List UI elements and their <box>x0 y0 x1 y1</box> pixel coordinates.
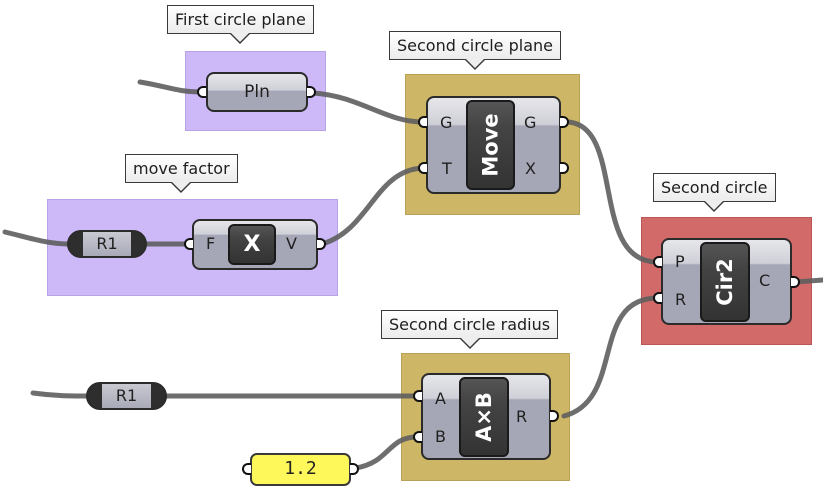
move-t-input-grip[interactable] <box>418 162 427 174</box>
circle-nickname-box: Cir2 <box>700 242 750 322</box>
move-output-x[interactable]: X <box>525 159 536 178</box>
pln-component[interactable]: Pln <box>206 72 308 112</box>
axb-b-input-grip[interactable] <box>413 431 422 443</box>
relay-r1-bottom-label: R1 <box>102 384 151 408</box>
panel-input-grip[interactable] <box>242 463 251 475</box>
group-label-first-circle-plane: First circle plane <box>167 5 314 44</box>
move-component[interactable]: G T Move G X <box>426 96 561 194</box>
axb-input-a[interactable]: A <box>435 389 446 408</box>
pln-input-grip[interactable] <box>197 86 206 98</box>
circle-output-c[interactable]: C <box>759 271 771 290</box>
move-output-g[interactable]: G <box>524 113 537 132</box>
multiply-output-v[interactable]: V <box>286 234 297 253</box>
group-label-second-circle-plane: Second circle plane <box>389 31 561 70</box>
move-nickname-box: Move <box>466 100 515 190</box>
axb-component[interactable]: A B A×B R <box>421 373 551 460</box>
circle-input-r[interactable]: R <box>675 290 687 309</box>
relay-r1-bottom[interactable]: R1 <box>86 382 167 410</box>
circle-input-p[interactable]: P <box>675 252 685 271</box>
axb-input-b[interactable]: B <box>435 427 446 446</box>
axb-nickname-box: A×B <box>459 377 509 457</box>
multiply-input-f[interactable]: F <box>206 234 216 253</box>
wire-into-relay-r1-bottom <box>30 390 91 399</box>
axb-nickname: A×B <box>472 392 497 442</box>
multiply-f-input-grip[interactable] <box>184 238 193 250</box>
move-input-t[interactable]: T <box>442 159 452 178</box>
move-g-input-grip[interactable] <box>418 116 427 128</box>
group-label-move-factor: move factor <box>125 154 238 193</box>
move-input-g[interactable]: G <box>440 113 453 132</box>
panel-output-grip[interactable] <box>350 463 359 475</box>
group-label-second-circle: Second circle <box>653 173 776 212</box>
relay-r1-top-label: R1 <box>83 232 131 256</box>
axb-a-input-grip[interactable] <box>413 390 422 402</box>
circle-nickname: Cir2 <box>713 258 738 306</box>
relay-r1-top[interactable]: R1 <box>67 230 147 258</box>
multiply-nickname: X <box>243 232 261 257</box>
axb-r-output-grip[interactable] <box>550 410 559 422</box>
circle-r-input-grip[interactable] <box>653 292 662 304</box>
axb-output-r[interactable]: R <box>516 407 528 426</box>
multiply-nickname-box: X <box>228 224 276 265</box>
number-panel[interactable]: 1.2 <box>250 453 351 486</box>
multiply-component[interactable]: F X V <box>192 219 318 270</box>
move-nickname: Move <box>478 113 503 177</box>
panel-value[interactable]: 1.2 <box>284 458 317 479</box>
circle-component[interactable]: P R Cir2 C <box>661 238 792 325</box>
pln-nickname: Pln <box>244 82 270 102</box>
circle-p-input-grip[interactable] <box>653 256 662 268</box>
group-label-second-circle-radius: Second circle radius <box>381 310 559 349</box>
